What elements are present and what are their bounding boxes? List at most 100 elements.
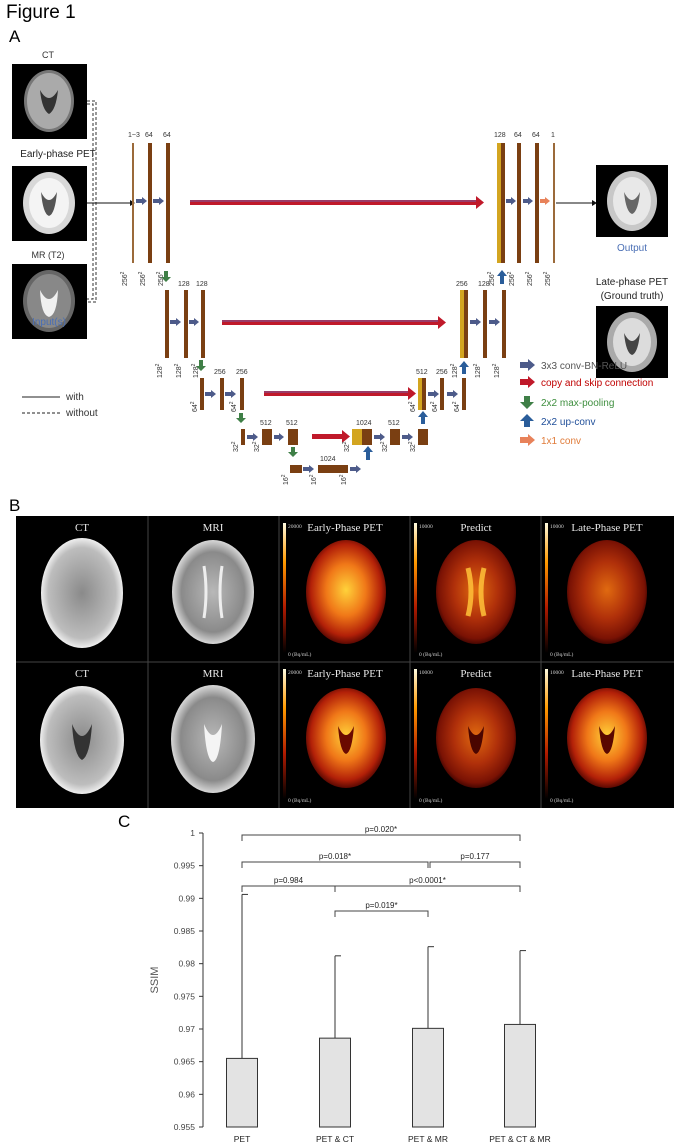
- panel-a-letter: A: [9, 27, 21, 46]
- svg-text:Early-Phase PET: Early-Phase PET: [307, 522, 383, 534]
- output-image: [596, 165, 668, 237]
- svg-text:0 (Bq/mL): 0 (Bq/mL): [550, 651, 574, 658]
- p-value-label: p=0.177: [460, 852, 490, 861]
- svg-text:512: 512: [286, 420, 298, 427]
- maxpool-arrow-2: [196, 360, 206, 371]
- p-value-label: p=0.019*: [365, 901, 397, 910]
- y-axis-label: SSIM: [149, 967, 161, 994]
- late-pet-slice-1: [567, 540, 647, 644]
- y-tick-label: 0.975: [174, 991, 196, 1001]
- significance-bracket: [429, 861, 521, 868]
- p-value-label: p=0.984: [274, 876, 304, 885]
- skip-connection-4: [312, 430, 350, 443]
- significance-bracket: [334, 885, 521, 892]
- svg-text:642: 642: [452, 401, 461, 412]
- ct-slice-1: [41, 538, 123, 648]
- svg-text:copy and skip connection: copy and skip connection: [541, 378, 653, 389]
- y-tick-label: 0.98: [178, 959, 195, 969]
- y-ticks: 0.9550.960.9650.970.9750.980.9850.990.99…: [174, 828, 203, 1132]
- early-pet-input-image: [12, 166, 87, 241]
- legend-with: with: [65, 392, 84, 403]
- input-label-early-pet: Early-phase PET: [20, 149, 96, 160]
- y-tick-label: 0.99: [178, 893, 195, 903]
- svg-text:642: 642: [229, 401, 238, 412]
- skip-connection-2: [222, 316, 446, 329]
- svg-text:10000: 10000: [550, 524, 564, 530]
- svg-text:64: 64: [514, 132, 522, 139]
- y-tick-label: 0.985: [174, 926, 196, 936]
- svg-text:2562: 2562: [507, 271, 516, 286]
- p-value-label: p<0.0001*: [409, 876, 446, 885]
- arrow-legend: 3x3 conv-BN-ReLU copy and skip connectio…: [520, 359, 653, 447]
- x-tick-label: PET & CT: [316, 1134, 354, 1144]
- svg-text:0 (Bq/mL): 0 (Bq/mL): [288, 651, 312, 658]
- ssim-bar-chart: SSIM 0.9550.960.9650.970.9750.980.9850.9…: [149, 825, 551, 1144]
- svg-text:10000: 10000: [550, 670, 564, 676]
- significance-bracket: [241, 861, 429, 868]
- bars: [226, 1023, 536, 1128]
- svg-text:322: 322: [408, 441, 417, 452]
- svg-text:1024: 1024: [320, 456, 336, 463]
- output-caption: Output: [617, 243, 647, 254]
- svg-text:64: 64: [163, 132, 171, 139]
- svg-text:Predict: Predict: [460, 522, 491, 534]
- svg-text:162: 162: [339, 474, 348, 485]
- encoder-level-1: 1~3 64 64 2562 2562 2562: [120, 132, 171, 286]
- ground-truth-label-1: Late-phase PET: [596, 277, 668, 288]
- conv-arrow-icon: [520, 359, 535, 371]
- svg-text:1282: 1282: [450, 363, 459, 378]
- svg-text:128: 128: [478, 281, 490, 288]
- significance-brackets: p=0.020* p=0.018* p=0.177 p=0.984 p<0.0001* p…: [241, 825, 521, 917]
- svg-text:3x3 conv-BN-ReLU: 3x3 conv-BN-ReLU: [541, 361, 627, 372]
- unet-diagram: CT Early-phase PET MR (T2) Input(s) with…: [12, 50, 668, 485]
- svg-text:MRI: MRI: [203, 668, 224, 680]
- svg-text:2x2 up-conv: 2x2 up-conv: [541, 417, 595, 428]
- svg-text:322: 322: [342, 441, 351, 452]
- svg-text:64: 64: [145, 132, 153, 139]
- svg-text:2x2 max-pooling: 2x2 max-pooling: [541, 398, 614, 409]
- svg-text:1024: 1024: [356, 420, 372, 427]
- line-style-legend: with without: [22, 392, 98, 419]
- svg-text:1282: 1282: [155, 363, 164, 378]
- svg-text:MRI: MRI: [203, 522, 224, 534]
- skip-connection-3: [264, 387, 416, 400]
- x-tick-label: PET & MR: [408, 1134, 448, 1144]
- decoder-level-1: 128 64 64 1 2562 2562 2562 2562: [487, 132, 597, 286]
- panel-c-letter: C: [118, 812, 131, 831]
- svg-text:0 (Bq/mL): 0 (Bq/mL): [419, 651, 443, 658]
- bottleneck: 1024 162 162 162: [281, 446, 373, 485]
- early-pet-slice-1: [306, 540, 386, 644]
- svg-text:256: 256: [236, 369, 248, 376]
- error-bars: [241, 893, 526, 1059]
- svg-text:1282: 1282: [492, 363, 501, 378]
- svg-text:CT: CT: [75, 668, 89, 680]
- inputs-caption: Input(s): [32, 317, 66, 328]
- svg-text:1~3: 1~3: [128, 132, 140, 139]
- svg-text:162: 162: [281, 474, 290, 485]
- mr-input-image: [12, 264, 87, 339]
- p-value-label: p=0.018*: [319, 852, 351, 861]
- significance-bracket: [241, 885, 336, 892]
- svg-text:0 (Bq/mL): 0 (Bq/mL): [550, 797, 574, 804]
- bar: [504, 1023, 536, 1128]
- svg-text:10000: 10000: [419, 670, 433, 676]
- decoder-level-3: 512 256 642 642 642: [408, 361, 469, 412]
- svg-text:0 (Bq/mL): 0 (Bq/mL): [419, 797, 443, 804]
- svg-text:642: 642: [190, 401, 199, 412]
- svg-text:2562: 2562: [120, 271, 129, 286]
- svg-text:1282: 1282: [191, 363, 200, 378]
- svg-text:1282: 1282: [174, 363, 183, 378]
- skip-arrow-icon: [520, 376, 535, 388]
- svg-text:256: 256: [456, 281, 468, 288]
- decoder-level-4: 1024 512 322 322 322: [342, 411, 428, 452]
- svg-text:2562: 2562: [543, 271, 552, 286]
- svg-text:322: 322: [231, 441, 240, 452]
- y-tick-label: 1: [190, 828, 195, 838]
- y-tick-label: 0.97: [178, 1024, 195, 1034]
- svg-text:Late-Phase PET: Late-Phase PET: [571, 668, 642, 680]
- figure-title: Figure 1: [6, 2, 76, 23]
- ct-input-image: [12, 64, 87, 139]
- maxpool-arrow-3: [236, 413, 246, 423]
- p-value-label: p=0.020*: [365, 825, 397, 834]
- predict-slice-1: [436, 540, 516, 644]
